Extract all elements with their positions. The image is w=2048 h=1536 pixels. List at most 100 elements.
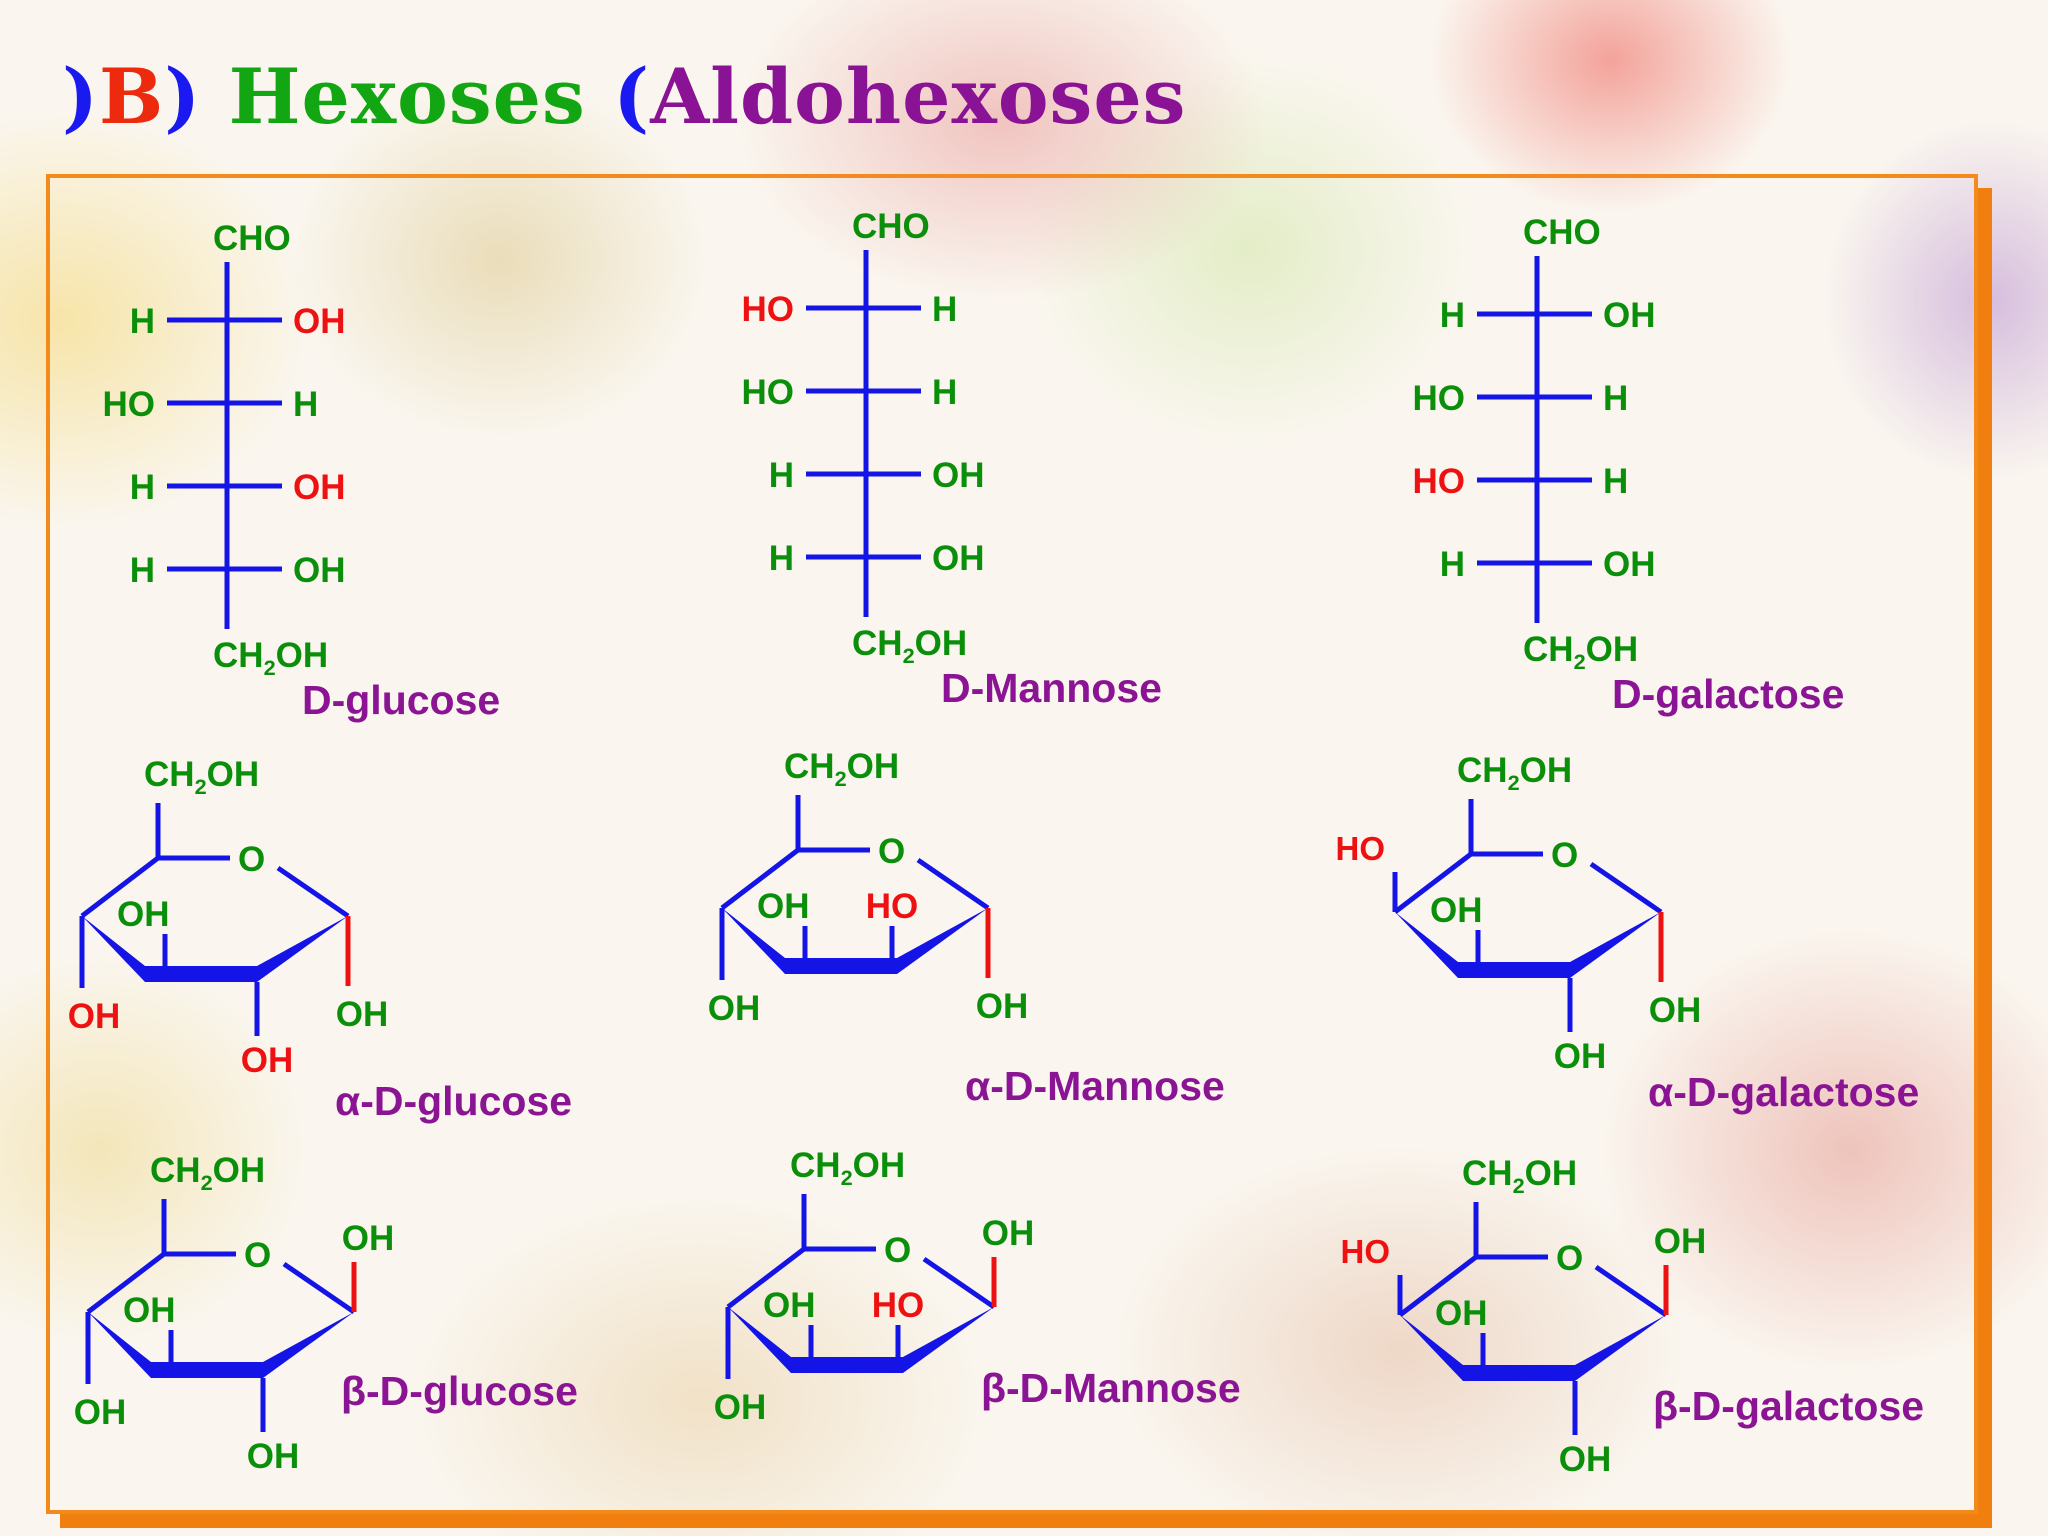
ring-bond-o-c1 [1594, 1264, 1668, 1318]
ring-wedge-c2-c1 [1575, 1315, 1666, 1381]
ch2oh-label: CH2OH [144, 755, 259, 799]
fischer-row-right-label: OH [932, 539, 985, 578]
haworth-name-label: α-D-glucose [335, 1078, 572, 1124]
ring-bond-c4-c5 [1393, 852, 1473, 914]
fischer-row-left-label: HO [1413, 379, 1466, 418]
fischer-bottom-label: CH2OH [852, 624, 967, 668]
ring-wedge-c4-c3 [722, 908, 785, 974]
ring-wedge-c2-c1 [1570, 912, 1661, 978]
fischer-row-right-label: H [293, 385, 318, 424]
c3-oh-label: OH [1435, 1294, 1488, 1333]
fischer-row-left-label: H [769, 456, 794, 495]
ring-wedge-c2-c1 [903, 1307, 994, 1373]
ring-bond-c4-c5 [1398, 1255, 1478, 1317]
ring-oxygen-label: O [238, 840, 265, 879]
fischer-row-right-label: OH [1603, 545, 1656, 584]
fischer-row-left-label: HO [103, 385, 156, 424]
fischer-row-right-label: OH [1603, 296, 1656, 335]
c4-oh-label: OH [714, 1388, 767, 1427]
ring-wedge-c4-c3 [1395, 912, 1458, 978]
ring-wedge-c4-c3 [82, 916, 145, 982]
fischer-row-left-label: H [1440, 296, 1465, 335]
fischer-top-label: CHO [213, 219, 291, 258]
haworth-name-label: β-D-glucose [341, 1368, 578, 1414]
c1-oh-label: OH [982, 1214, 1035, 1253]
ring-bond-o-c1 [922, 1256, 996, 1310]
ch2oh-label: CH2OH [790, 1146, 905, 1190]
ring-bond-c4-c5 [80, 856, 160, 918]
ring-wedge-c4-c3 [728, 1307, 791, 1373]
c1-oh-label: OH [336, 995, 389, 1034]
ring-wedge-c4-c3 [88, 1312, 151, 1378]
ring-wedge-c3-c2 [791, 1357, 903, 1373]
title-hexoses: Hexoses [228, 52, 586, 141]
c2-oh-label: OH [1559, 1440, 1612, 1479]
fischer-row-right-label: OH [293, 302, 346, 341]
ring-wedge-c2-c1 [263, 1312, 354, 1378]
ring-oxygen-label: O [1556, 1239, 1583, 1278]
c3-oh-label: OH [757, 887, 810, 926]
c3-oh-label: OH [1430, 891, 1483, 930]
ring-oxygen-label: O [1551, 836, 1578, 875]
c4-oh-label: HO [1341, 1233, 1391, 1270]
haworth-name-label: α-D-galactose [1648, 1069, 1919, 1115]
c1-oh-label: OH [1649, 991, 1702, 1030]
fischer-row-left-label: HO [742, 373, 795, 412]
c3-oh-label: OH [123, 1291, 176, 1330]
fischer-row-right-label: H [1603, 379, 1628, 418]
fischer-top-label: CHO [1523, 213, 1601, 252]
fischer-row-left-label: HO [742, 290, 795, 329]
fischer-row-left-label: H [769, 539, 794, 578]
fischer-bottom-label: CH2OH [1523, 630, 1638, 674]
ch2oh-label: CH2OH [784, 747, 899, 791]
c4-oh-label: HO [1336, 830, 1386, 867]
ring-wedge-c4-c3 [1400, 1315, 1463, 1381]
ch2oh-label: CH2OH [1462, 1154, 1577, 1198]
ring-bond-o-c1 [916, 857, 990, 911]
fischer-row-left-label: H [1440, 545, 1465, 584]
fischer-row-right-label: OH [932, 456, 985, 495]
ring-oxygen-label: O [878, 832, 905, 871]
ring-bond-c4-c5 [720, 848, 800, 910]
fischer-name-label: D-glucose [302, 677, 500, 723]
fischer-top-label: CHO [852, 207, 930, 246]
fischer-bottom-label: CH2OH [213, 636, 328, 680]
c4-oh-label: OH [74, 1393, 127, 1432]
content-frame [46, 174, 1978, 1514]
title-part-label: )B) [62, 52, 202, 141]
ch2oh-label: CH2OH [1457, 751, 1572, 795]
fischer-row-right-label: H [932, 373, 957, 412]
ring-bond-o-c1 [1589, 861, 1663, 915]
fischer-row-left-label: H [130, 468, 155, 507]
ring-wedge-c3-c2 [1463, 1365, 1575, 1381]
c3-oh-label: OH [763, 1286, 816, 1325]
c2-oh-label: HO [866, 887, 919, 926]
fischer-row-right-label: OH [293, 468, 346, 507]
fischer-row-right-label: OH [293, 551, 346, 590]
ch2oh-label: CH2OH [150, 1151, 265, 1195]
ring-wedge-c3-c2 [151, 1362, 263, 1378]
title-aldohexoses: (Aldohexoses [613, 52, 1187, 141]
fischer-row-right-label: H [1603, 462, 1628, 501]
ring-bond-o-c1 [282, 1261, 356, 1315]
fischer-row-right-label: H [932, 290, 957, 329]
fischer-row-left-label: HO [1413, 462, 1466, 501]
ring-bond-c4-c5 [86, 1252, 166, 1314]
haworth-name-label: β-D-Mannose [981, 1365, 1241, 1411]
slide-title: )B) Hexoses (Aldohexoses [62, 52, 1186, 141]
ring-bond-o-c1 [276, 865, 350, 919]
ring-oxygen-label: O [244, 1236, 271, 1275]
c3-oh-label: OH [117, 895, 170, 934]
c4-oh-label: OH [708, 989, 761, 1028]
ring-bond-c4-c5 [726, 1247, 806, 1309]
c1-oh-label: OH [1654, 1222, 1707, 1261]
c4-oh-label: OH [68, 997, 121, 1036]
